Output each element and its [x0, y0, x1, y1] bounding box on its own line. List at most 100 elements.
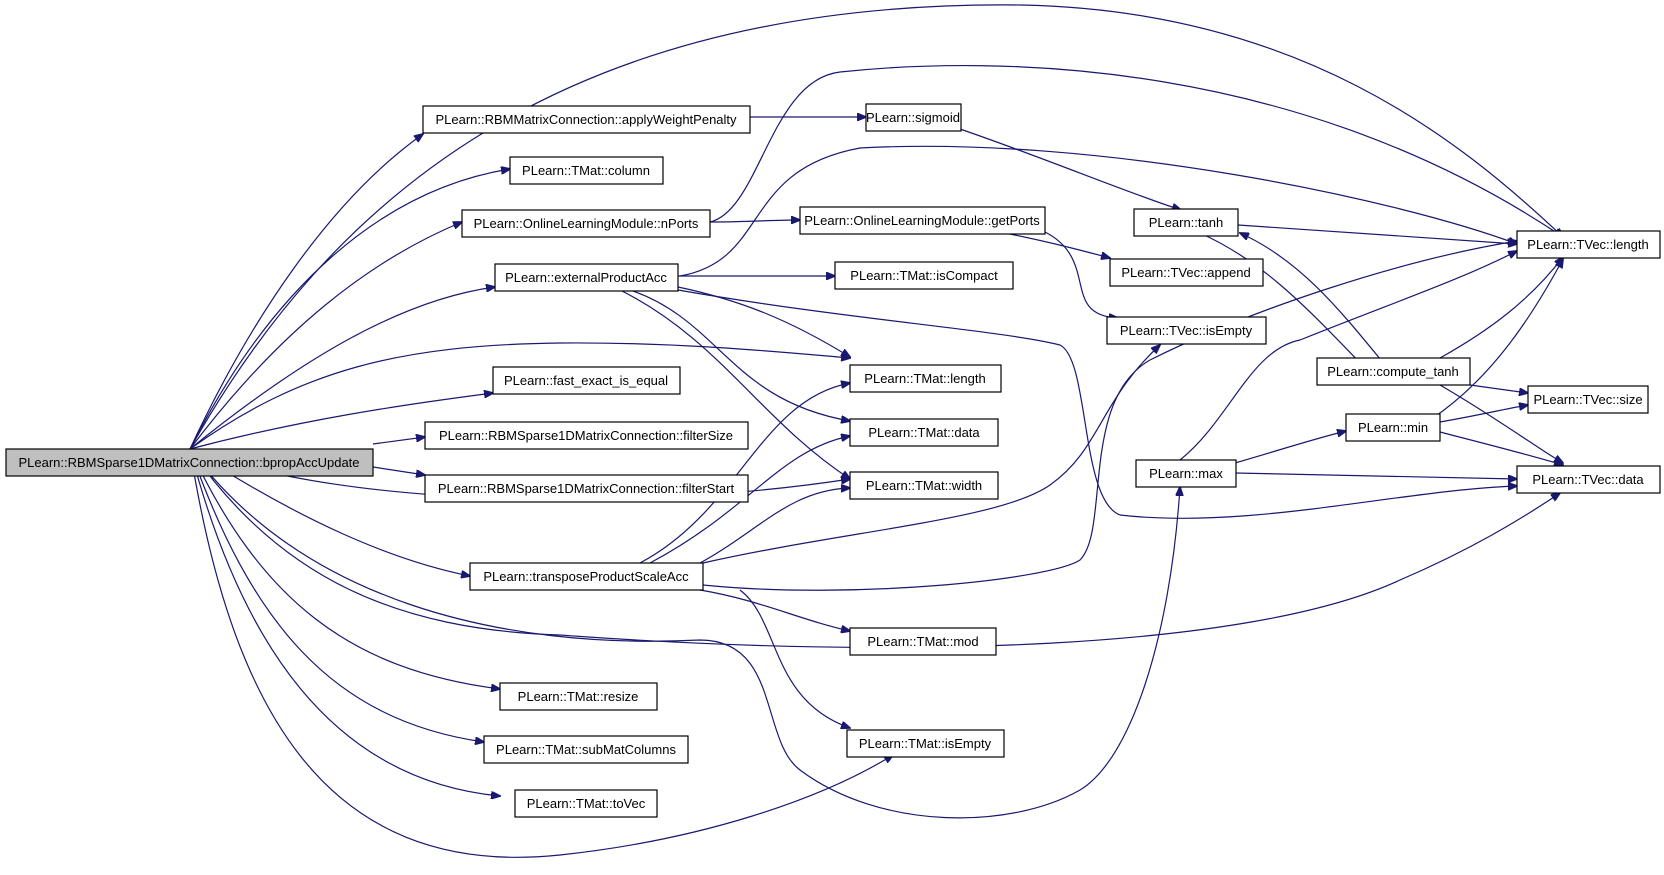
edge-compute-tanh-to-tvec-size — [1469, 384, 1528, 393]
node-filterstart[interactable]: PLearn::RBMSparse1DMatrixConnection::fil… — [424, 474, 749, 503]
edges-layer — [189, 4, 1563, 858]
node-tmat-iscompact[interactable]: PLearn::TMat::isCompact — [834, 261, 1014, 290]
edge-min-to-tvec-data — [1439, 431, 1563, 465]
node-label-tmat-mod: PLearn::TMat::mod — [867, 634, 978, 649]
node-label-tmat-iscompact: PLearn::TMat::isCompact — [850, 268, 998, 283]
edge-compute-tanh-to-tanh — [1240, 233, 1386, 366]
node-label-applyweightpenalty: PLearn::RBMMatrixConnection::applyWeight… — [435, 112, 737, 127]
node-transposeproductscaleacc[interactable]: PLearn::transposeProductScaleAcc — [469, 562, 704, 591]
node-sigmoid[interactable]: PLearn::sigmoid — [865, 103, 962, 132]
node-filtersize[interactable]: PLearn::RBMSparse1DMatrixConnection::fil… — [424, 421, 749, 450]
node-tmat-isempty[interactable]: PLearn::TMat::isEmpty — [846, 729, 1005, 758]
edge-transposeproductscaleacc-to-tmat-data — [649, 436, 850, 564]
node-tmat-length[interactable]: PLearn::TMat::length — [849, 364, 1002, 393]
node-tvec-data[interactable]: PLearn::TVec::data — [1516, 465, 1661, 494]
edge-externalproductacc-to-tvec-length — [679, 145, 1517, 277]
edge-externalproductacc-to-tmat-length — [677, 286, 850, 357]
edge-root-to-nports — [189, 222, 462, 450]
node-getports[interactable]: PLearn::OnlineLearningModule::getPorts — [799, 206, 1046, 235]
edge-transposeproductscaleacc-to-tmat-width — [699, 488, 850, 564]
node-label-tvec-size: PLearn::TVec::size — [1533, 392, 1642, 407]
node-applyweightpenalty[interactable]: PLearn::RBMMatrixConnection::applyWeight… — [422, 105, 751, 134]
edge-nports-to-tvec-length — [709, 64, 1563, 237]
node-label-tvec-data: PLearn::TVec::data — [1532, 472, 1644, 487]
node-label-filtersize: PLearn::RBMSparse1DMatrixConnection::fil… — [439, 428, 733, 443]
edge-transposeproductscaleacc-to-tvec-length — [702, 241, 1517, 591]
node-label-transposeproductscaleacc: PLearn::transposeProductScaleAcc — [483, 569, 689, 584]
node-label-filterstart: PLearn::RBMSparse1DMatrixConnection::fil… — [438, 481, 735, 496]
node-compute-tanh[interactable]: PLearn::compute_tanh — [1316, 357, 1471, 386]
edge-root-to-tmat-isempty — [189, 448, 893, 858]
node-label-tanh: PLearn::tanh — [1149, 215, 1223, 230]
node-tmat-submatcolumns[interactable]: PLearn::TMat::subMatColumns — [483, 735, 689, 764]
node-label-tvec-isempty: PLearn::TVec::isEmpty — [1120, 323, 1253, 338]
edge-sigmoid-to-tanh — [959, 128, 1181, 210]
node-label-tmat-data: PLearn::TMat::data — [868, 425, 980, 440]
node-tmat-width[interactable]: PLearn::TMat::width — [849, 471, 999, 500]
node-label-getports: PLearn::OnlineLearningModule::getPorts — [804, 213, 1040, 228]
node-tanh[interactable]: PLearn::tanh — [1133, 208, 1239, 237]
edge-root-to-tvec-length — [189, 4, 1563, 450]
node-root[interactable]: PLearn::RBMSparse1DMatrixConnection::bpr… — [5, 448, 374, 477]
node-label-sigmoid: PLearn::sigmoid — [866, 110, 960, 125]
node-tmat-mod[interactable]: PLearn::TMat::mod — [849, 627, 997, 656]
node-label-min: PLearn::min — [1358, 420, 1428, 435]
edge-getports-to-append — [999, 231, 1110, 258]
edge-externalproductacc-to-tvec-data — [677, 289, 1517, 519]
edge-root-to-filterstart — [372, 466, 425, 475]
node-tmat-resize[interactable]: PLearn::TMat::resize — [499, 682, 658, 711]
edge-transposeproductscaleacc-to-tvec-isempty — [702, 345, 1160, 564]
nodes-layer: PLearn::RBMSparse1DMatrixConnection::bpr… — [5, 103, 1661, 818]
edge-max-to-tvec-data — [1234, 472, 1517, 479]
node-tvec-append[interactable]: PLearn::TVec::append — [1109, 258, 1264, 287]
node-fast-exact-is-equal[interactable]: PLearn::fast_exact_is_equal — [492, 366, 681, 395]
edge-min-to-tvec-length — [1429, 259, 1563, 421]
edge-transposeproductscaleacc-to-mod — [699, 589, 850, 631]
node-label-tmat-submatcolumns: PLearn::TMat::subMatColumns — [496, 742, 676, 757]
edge-root-to-tmat-length — [189, 342, 850, 450]
node-label-nports: PLearn::OnlineLearningModule::nPorts — [474, 216, 699, 231]
node-label-compute-tanh: PLearn::compute_tanh — [1327, 364, 1459, 379]
node-label-externalproductacc: PLearn::externalProductAcc — [505, 270, 667, 285]
edge-root-to-applyweightpenalty — [189, 134, 423, 450]
edge-root-to-tmat-column — [189, 169, 510, 450]
node-label-max: PLearn::max — [1149, 466, 1223, 481]
node-label-tvec-append: PLearn::TVec::append — [1121, 265, 1250, 280]
edge-max-to-min — [1234, 431, 1346, 464]
node-label-tmat-length: PLearn::TMat::length — [864, 371, 985, 386]
node-min[interactable]: PLearn::min — [1345, 413, 1441, 442]
edge-root-to-tovec — [189, 448, 500, 796]
node-label-root: PLearn::RBMSparse1DMatrixConnection::bpr… — [18, 455, 359, 470]
node-tvec-isempty[interactable]: PLearn::TVec::isEmpty — [1106, 316, 1267, 345]
edge-root-to-submatcolumns — [189, 448, 484, 742]
edge-root-to-fast-exact-is-equal — [189, 393, 493, 450]
node-tmat-column[interactable]: PLearn::TMat::column — [509, 156, 664, 185]
node-tvec-length[interactable]: PLearn::TVec::length — [1516, 230, 1661, 259]
node-tmat-data[interactable]: PLearn::TMat::data — [849, 418, 999, 447]
node-tvec-size[interactable]: PLearn::TVec::size — [1527, 385, 1649, 414]
edge-tanh-to-tvec-length — [1237, 224, 1517, 244]
node-nports[interactable]: PLearn::OnlineLearningModule::nPorts — [461, 209, 711, 238]
edge-max-to-tvec-length — [1179, 251, 1517, 461]
node-tmat-tovec[interactable]: PLearn::TMat::toVec — [514, 789, 658, 818]
edge-externalproductacc-to-tmat-data — [629, 289, 850, 421]
edge-root-to-max — [189, 448, 1180, 819]
node-label-tvec-length: PLearn::TVec::length — [1527, 237, 1648, 252]
edge-root-to-externalproductacc — [189, 287, 495, 450]
node-label-tmat-isempty: PLearn::TMat::isEmpty — [859, 736, 992, 751]
edge-transposeproductscaleacc-to-tmat-length — [639, 383, 850, 564]
node-label-tmat-column: PLearn::TMat::column — [522, 163, 650, 178]
edge-getports-to-tvec-isempty — [1044, 231, 1118, 318]
node-max[interactable]: PLearn::max — [1135, 459, 1237, 488]
edge-nports-to-getports — [709, 220, 800, 222]
edge-tanh-to-compute-tanh — [1199, 232, 1365, 368]
edge-transposeproductscaleacc-to-tmat-isempty — [739, 589, 850, 728]
node-label-tmat-resize: PLearn::TMat::resize — [518, 689, 639, 704]
edge-externalproductacc-to-tmat-width — [619, 289, 850, 479]
edge-root-to-filtersize — [372, 437, 425, 445]
edge-root-to-resize — [189, 448, 500, 689]
edge-compute-tanh-to-tvec-length — [1439, 257, 1563, 359]
node-label-tmat-tovec: PLearn::TMat::toVec — [527, 796, 646, 811]
node-externalproductacc[interactable]: PLearn::externalProductAcc — [494, 263, 679, 292]
